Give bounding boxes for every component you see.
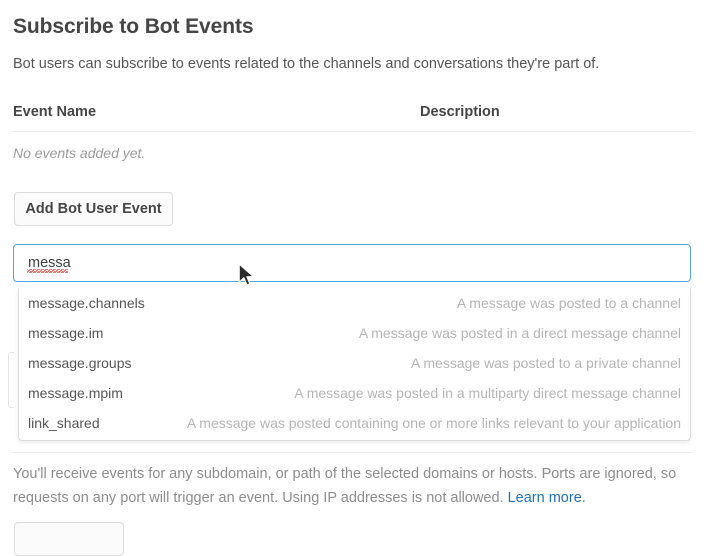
suggestion-name: message.im — [28, 325, 104, 341]
suggestion-name: link_shared — [28, 415, 100, 431]
table-divider — [13, 131, 691, 132]
page-title: Subscribe to Bot Events — [13, 15, 254, 38]
suggestion-description: A message was posted to a channel — [456, 295, 681, 311]
event-suggestions-dropdown[interactable]: message.channels A message was posted to… — [18, 288, 691, 441]
footer-note-text: You'll receive events for any subdomain,… — [13, 466, 677, 506]
suggestion-description: A message was posted to a private channe… — [410, 355, 681, 371]
suggestion-description: A message was posted in a multiparty dir… — [294, 385, 681, 401]
footer-divider — [13, 452, 691, 453]
event-search-input[interactable] — [13, 244, 691, 282]
suggestion-name: message.groups — [28, 355, 132, 371]
suggestion-name: message.channels — [28, 295, 145, 311]
add-bot-user-event-button[interactable]: Add Bot User Event — [14, 192, 173, 226]
learn-more-link[interactable]: Learn more. — [507, 490, 586, 506]
suggestion-name: message.mpim — [28, 385, 123, 401]
subscribe-bot-events-page: Subscribe to Bot Events Bot users can su… — [8, 15, 691, 556]
list-item[interactable]: message.groups A message was posted to a… — [19, 348, 690, 378]
column-header-event-name: Event Name — [13, 104, 97, 120]
list-item[interactable]: message.channels A message was posted to… — [19, 288, 690, 318]
list-item[interactable]: message.mpim A message was posted in a m… — [19, 378, 690, 408]
list-item[interactable]: link_shared A message was posted contain… — [19, 408, 690, 438]
events-table-header: Event Name Description — [13, 104, 691, 124]
footer-note: You'll receive events for any subdomain,… — [13, 462, 685, 510]
events-table-empty-message: No events added yet. — [13, 145, 146, 161]
occluded-field-edge — [8, 352, 14, 408]
page-subtitle: Bot users can subscribe to events relate… — [13, 56, 600, 72]
suggestion-description: A message was posted containing one or m… — [186, 415, 681, 431]
footer-action-button[interactable] — [14, 522, 124, 556]
column-header-description: Description — [420, 104, 500, 120]
suggestion-description: A message was posted in a direct message… — [358, 325, 681, 341]
list-item[interactable]: message.im A message was posted in a dir… — [19, 318, 690, 348]
